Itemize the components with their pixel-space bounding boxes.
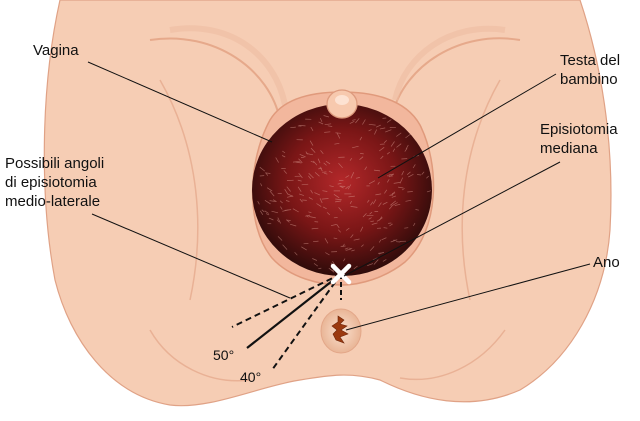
incision-origin-marker [330, 263, 352, 285]
label-vagina: Vagina [33, 42, 79, 59]
label-mediolateral-line-3: medio-laterale [5, 193, 101, 210]
label-mediolateral-line-2: di episiotomia [5, 174, 97, 191]
baby-head [252, 104, 432, 276]
leader-baby-head [377, 73, 557, 179]
label-angle-50: 50° [213, 347, 235, 363]
leader-median [343, 161, 561, 277]
label-baby-head-line-2: bambino [560, 71, 618, 88]
mediolateral-line-dashed-1 [231, 273, 342, 328]
label-median-episiotomy: Episiotomia mediana [540, 120, 618, 158]
leader-mediolateral [91, 213, 291, 299]
label-angle-40: 40° [240, 369, 262, 385]
label-baby-head-line-1: Testa del [560, 52, 621, 69]
label-median-line-1: Episiotomia [540, 121, 618, 138]
leader-anus [345, 263, 591, 331]
label-median-line-2: mediana [540, 140, 598, 157]
mediolateral-line-50 [246, 273, 342, 349]
label-mediolateral-angles: Possibili angoli di episiotomia medio-la… [5, 154, 104, 211]
label-mediolateral-line-1: Possibili angoli [5, 155, 105, 172]
label-baby-head: Testa del bambino [560, 51, 620, 89]
anus [331, 315, 349, 344]
label-anus: Ano [593, 254, 620, 271]
leader-vagina [87, 61, 273, 143]
baby-hair [257, 109, 432, 273]
